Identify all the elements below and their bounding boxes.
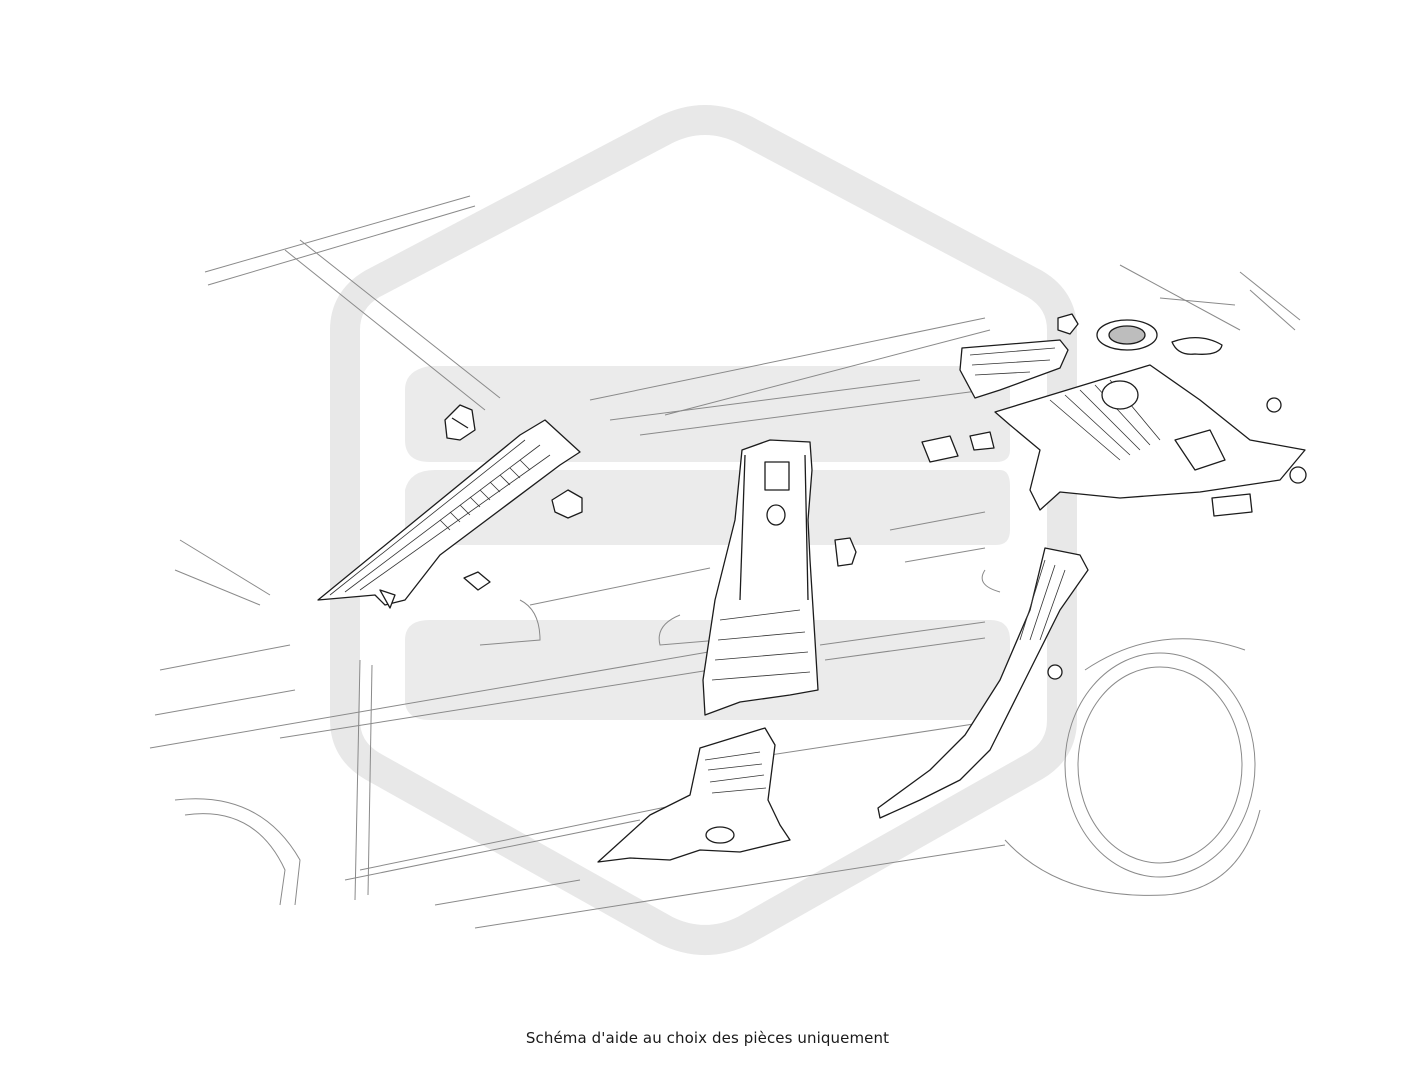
side-cover — [1171, 337, 1223, 355]
a-pillar-trim — [317, 419, 581, 609]
speaker-grille — [1096, 319, 1158, 351]
b-pillar-upper-trim — [702, 439, 819, 716]
c-pillar-trim — [877, 547, 1089, 819]
interior-lamp — [1211, 493, 1253, 517]
b-pillar-lower-trim — [597, 727, 791, 863]
rear-quarter-panel-trim — [994, 364, 1306, 511]
grommet-2 — [1289, 466, 1307, 484]
a-pillar-bracket — [551, 489, 583, 519]
a-pillar-nut — [463, 571, 491, 591]
retaining-clip-2 — [969, 431, 995, 451]
grommet-1 — [1266, 397, 1282, 413]
diagram-caption: Schéma d'aide au choix des pièces unique… — [525, 1029, 890, 1047]
parcel-shelf-side-trim — [959, 339, 1069, 399]
a-pillar-clip — [444, 404, 476, 441]
seat-belt-cover — [921, 435, 959, 463]
retaining-clip-1 — [1057, 313, 1079, 335]
parts-diagram — [149, 105, 1307, 955]
b-pillar-clip — [834, 537, 857, 567]
